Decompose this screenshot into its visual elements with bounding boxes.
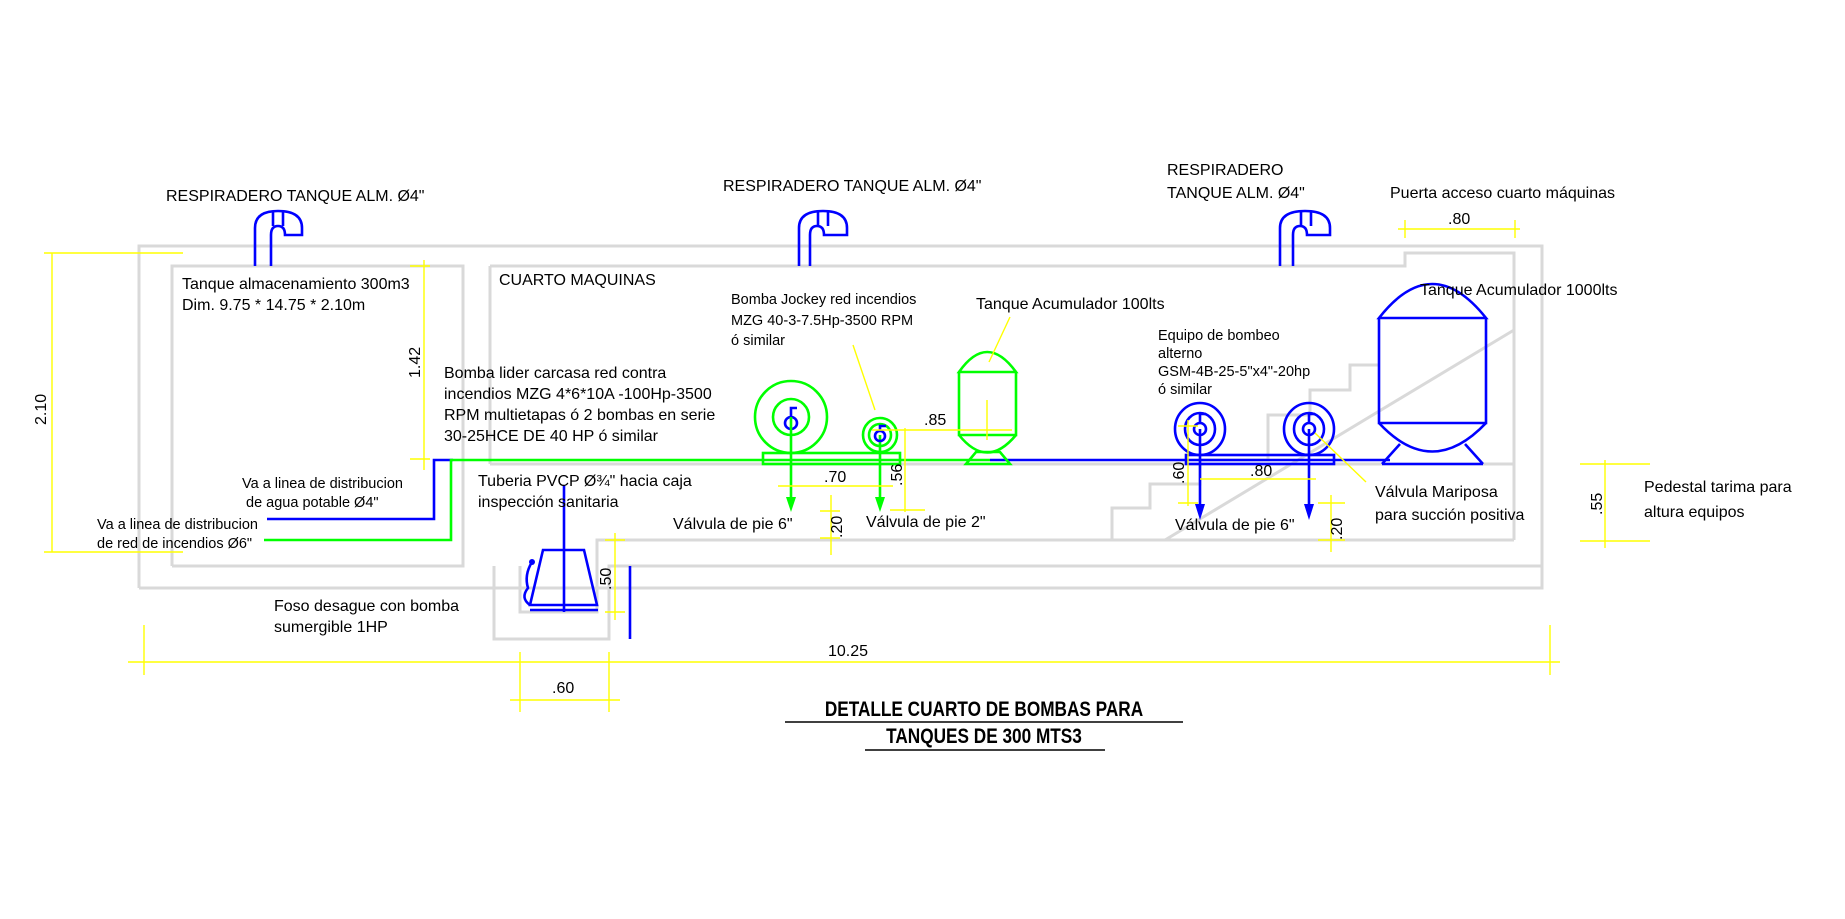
jockey-line: Bomba Jockey red incendios (731, 292, 916, 308)
drawing-title: DETALLE CUARTO DE BOMBAS PARA TANQUES DE… (785, 699, 1183, 751)
title-line-2: TANQUES DE 300 MTS3 (886, 726, 1082, 749)
vent-label-3a: RESPIRADERO (1167, 162, 1283, 179)
storage-tank-dims: Dim. 9.75 * 14.75 * 2.10m (182, 297, 365, 314)
foot-valve-6-left-label: Válvula de pie 6" (673, 516, 793, 533)
butterfly-valve-label: para succión positiva (1375, 507, 1525, 524)
jockey-line: MZG 40-3-7.5Hp-3500 RPM (731, 313, 913, 329)
alt-pump-line: alterno (1158, 346, 1202, 362)
vent-pipe-2 (797, 209, 849, 266)
jockey-line: ó similar (731, 333, 785, 349)
sump-pump (523, 485, 632, 639)
potable-water-pipe (267, 458, 453, 521)
accumulator-1000-label: Tanque Acumulador 1000lts (1420, 282, 1617, 299)
leader-acc100 (988, 316, 1011, 363)
jockey-pump-label: Bomba Jockey red incendios MZG 40-3-7.5H… (731, 292, 916, 349)
foot-valve-6-right-label: Válvula de pie 6" (1175, 517, 1295, 534)
pedestal-label: altura equipos (1644, 504, 1745, 521)
butterfly-valve-label: Válvula Mariposa (1375, 484, 1498, 501)
leader-jockey (852, 344, 876, 411)
dim-alt-height: .60 (1171, 462, 1188, 484)
dimension-lines (44, 220, 1650, 712)
alt-pump-label: Equipo de bombeo alterno GSM-4B-25-5"x4"… (1158, 328, 1310, 398)
dim-pedestal: .55 (1589, 493, 1606, 515)
vent-label-3b: TANQUE ALM. Ø4" (1167, 185, 1305, 202)
accumulator-100-label: Tanque Acumulador 100lts (976, 296, 1165, 313)
leader-butterfly (1314, 432, 1367, 483)
dim-total-length: 10.25 (828, 643, 868, 660)
alternate-pumps (1173, 401, 1336, 520)
vent-label-1: RESPIRADERO TANQUE ALM. Ø4" (166, 188, 424, 205)
vent-label-2: RESPIRADERO TANQUE ALM. Ø4" (723, 178, 981, 195)
dim-jockey-acc: .85 (924, 412, 946, 429)
alt-pump-line: ó similar (1158, 382, 1212, 398)
sump-label: sumergible 1HP (274, 619, 388, 636)
dim-door: .80 (1448, 211, 1470, 228)
foot-valve-2-label: Válvula de pie 2" (866, 514, 986, 531)
dim-pit-width: .60 (552, 680, 574, 697)
potable-line-label: de agua potable Ø4" (246, 495, 379, 511)
pvc-pipe-label: Tuberia PVCP Ø¾" hacia caja (478, 473, 692, 490)
vent-pipe-3 (1278, 209, 1332, 266)
dim-tank: 1.42 (407, 347, 424, 378)
vent-pipe-1 (253, 209, 304, 266)
sump-label: Foso desague con bomba (274, 598, 459, 615)
dim-pump-spacing-right: .80 (1250, 463, 1272, 480)
title-line-1: DETALLE CUARTO DE BOMBAS PARA (825, 699, 1143, 722)
fire-network-pipe (264, 458, 990, 542)
storage-tank-label: Tanque almacenamiento 300m3 (182, 276, 410, 293)
main-fire-pump (753, 379, 902, 512)
door-label: Puerta acceso cuarto máquinas (1390, 185, 1615, 202)
dim-valve-depth-right: .20 (1329, 518, 1346, 540)
main-pump-line: RPM multietapas ó 2 bombas en serie (444, 407, 715, 424)
dim-jockey-height: .56 (889, 464, 906, 486)
pedestal-label: Pedestal tarima para (1644, 479, 1792, 496)
accumulator-tank-100 (956, 350, 1019, 466)
main-pump-label: Bomba lider carcasa red contra incendios… (444, 365, 715, 445)
dim-pump-spacing-left: .70 (824, 469, 846, 486)
alt-pump-line: GSM-4B-25-5"x4"-20hp (1158, 364, 1310, 380)
pvc-pipe-label: inspección sanitaria (478, 494, 619, 511)
fire-line-label: Va a linea de distribucion (97, 517, 258, 533)
alt-pump-line: Equipo de bombeo (1158, 328, 1280, 344)
main-pump-line: Bomba lider carcasa red contra (444, 365, 666, 382)
main-pump-line: incendios MZG 4*6*10A -100Hp-3500 (444, 386, 712, 403)
dim-pit-depth: .50 (598, 568, 615, 590)
dim-valve-depth-left: .20 (829, 516, 846, 538)
machine-room-label: CUARTO MAQUINAS (499, 272, 656, 289)
dim-total-height: 2.10 (33, 394, 50, 425)
accumulator-tank-1000 (1376, 282, 1489, 466)
potable-line-label: Va a linea de distribucion (242, 476, 403, 492)
main-pump-line: 30-25HCE DE 40 HP ó similar (444, 428, 659, 445)
fire-line-label: de red de incendios Ø6" (97, 536, 252, 552)
